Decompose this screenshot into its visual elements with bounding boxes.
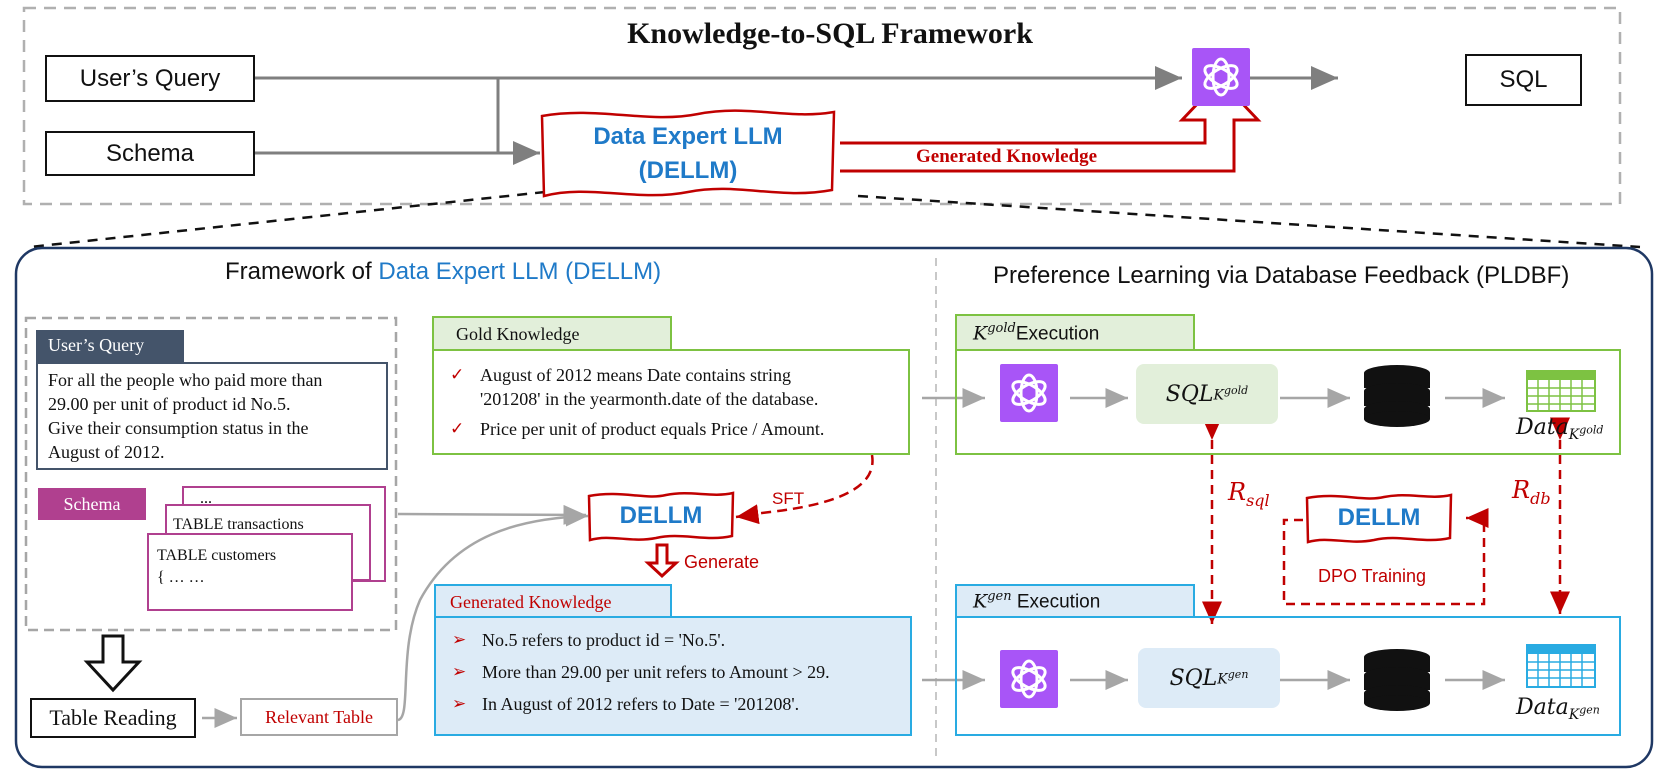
schema-tab: Schema xyxy=(38,488,146,520)
openai-logo-icon xyxy=(1000,364,1058,422)
sft-arrow xyxy=(735,454,874,525)
query-schema-group xyxy=(24,316,398,632)
generated-item: ➢No.5 refers to product id = 'No.5'. xyxy=(452,630,726,650)
r-sql-label: Rsql xyxy=(1228,478,1270,510)
check-mark-icon: ✓ xyxy=(450,419,465,438)
schema-box: Schema xyxy=(45,131,255,176)
schema-to-dellm-train-arrow xyxy=(397,504,587,525)
gen-execution-box xyxy=(955,616,1621,736)
check-mark-icon: ✓ xyxy=(450,365,465,384)
users-query-tab: User’s Query xyxy=(36,330,184,362)
right-panel-title: Preference Learning via Database Feedbac… xyxy=(993,262,1570,289)
database-icon xyxy=(1364,365,1430,427)
gold-knowledge-tab: Gold Knowledge xyxy=(432,316,672,349)
dpo-loop-arrow xyxy=(1282,508,1489,606)
dellm-title-line2: (DELLM) xyxy=(638,157,738,184)
dellm-dpo-label: DELLM xyxy=(1337,504,1421,531)
relevant-table-box: Relevant Table xyxy=(240,698,398,736)
generate-arrow xyxy=(644,543,680,579)
users-query-box: User’s Query xyxy=(45,55,255,102)
sft-label: SFT xyxy=(772,489,805,508)
generated-item: ➢More than 29.00 per unit refers to Amou… xyxy=(452,662,830,682)
arrow-bullet-icon: ➢ xyxy=(452,662,467,681)
top-frame xyxy=(22,6,1622,206)
left-panel-title: Framework of Data Expert LLM (DELLM) xyxy=(225,258,662,285)
generated-knowledge-label: Generated Knowledge xyxy=(916,146,1098,167)
dpo-training-label: DPO Training xyxy=(1318,566,1427,586)
table-grid-icon xyxy=(1526,370,1596,412)
dellm-title-line1: Data Expert LLM xyxy=(593,123,783,150)
data-gen-label: DataKgen xyxy=(1516,695,1600,724)
users-query-text: For all the people who paid more than 29… xyxy=(36,362,388,470)
openai-logo-icon xyxy=(1000,650,1058,708)
arrow-bullet-icon: ➢ xyxy=(452,694,467,713)
zoom-line-right xyxy=(857,194,1641,249)
gold-item: ✓Price per unit of product equals Price … xyxy=(450,419,825,439)
dellm-train-label: DELLM xyxy=(619,502,703,529)
relevant-table-to-dellm-arrow xyxy=(397,506,589,722)
gold-execution-box xyxy=(955,349,1621,455)
generated-knowledge-tab: Generated Knowledge xyxy=(434,584,672,616)
zoom-line-left xyxy=(29,190,546,249)
openai-logo-icon xyxy=(1192,48,1250,106)
generate-label: Generate xyxy=(684,552,760,572)
gold-knowledge-box: ✓August of 2012 means Date contains stri… xyxy=(432,349,910,455)
down-hollow-arrow xyxy=(83,634,143,693)
gold-item: ✓August of 2012 means Date contains stri… xyxy=(450,365,819,409)
table-grid-icon xyxy=(1526,644,1596,688)
gen-execution-tab: Kgen Execution xyxy=(955,584,1195,616)
dellm-train-frame xyxy=(587,491,735,542)
sql-output-box: SQL xyxy=(1465,54,1582,106)
table-reading-box: Table Reading xyxy=(30,698,196,738)
generated-knowledge-box: ➢No.5 refers to product id = 'No.5'. ➢Mo… xyxy=(434,616,912,736)
schema-card-customers: TABLE customers { … … xyxy=(147,533,353,611)
gold-execution-tab: KgoldExecution xyxy=(955,314,1195,349)
top-title: Knowledge-to-SQL Framework xyxy=(627,17,1033,50)
database-icon xyxy=(1364,649,1430,711)
bottom-panel-frame xyxy=(14,246,1654,769)
generated-item: ➢In August of 2012 refers to Date = '201… xyxy=(452,694,800,714)
dellm-wavy-frame xyxy=(540,109,836,198)
r-db-label: Rdb xyxy=(1512,476,1551,508)
data-gold-label: DataKgold xyxy=(1516,415,1604,444)
dellm-dpo-frame xyxy=(1305,493,1453,544)
arrow-bullet-icon: ➢ xyxy=(452,630,467,649)
